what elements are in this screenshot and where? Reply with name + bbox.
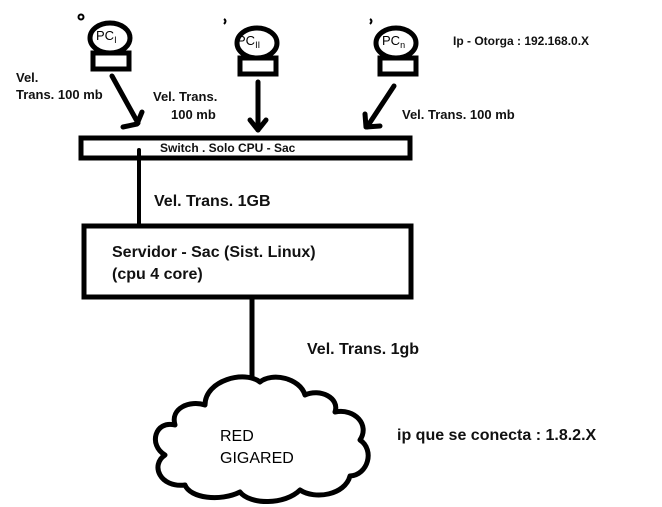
pc1-speed-label-line2: Trans. 100 mb <box>16 87 103 102</box>
server-label-line1: Servidor - Sac (Sist. Linux) <box>112 244 316 261</box>
pc-subscript: I <box>114 35 117 45</box>
pc-icon-1 <box>77 13 133 72</box>
network-label-line1: RED <box>220 428 254 445</box>
pc-label-3: PCn <box>382 33 405 50</box>
pc-icon-3 <box>369 18 419 77</box>
ip-otorga-label: Ip - Otorga : 192.168.0.X <box>453 34 590 48</box>
pc-name: PC <box>237 33 256 48</box>
server-box <box>81 223 414 300</box>
arrow-pc1-to-switch <box>109 73 145 130</box>
network-cloud <box>153 374 371 504</box>
pc-name: PC <box>382 33 401 48</box>
arrow-pc3-to-switch <box>362 83 397 130</box>
pc-label-1: PCI <box>96 28 117 45</box>
arrow-pc2-to-switch <box>247 79 269 133</box>
network-label-line2: GIGARED <box>220 450 294 467</box>
pc-subscript: n <box>400 40 406 50</box>
server-network-speed-label: Vel. Trans. 1gb <box>307 341 420 358</box>
switch-server-speed-label: Vel. Trans. 1GB <box>154 193 271 210</box>
pc2-speed-label-line2: 100 mb <box>171 107 216 122</box>
pc3-speed-label: Vel. Trans. 100 mb <box>402 107 515 122</box>
pc-name: PC <box>96 28 115 43</box>
server-label-line2: (cpu 4 core) <box>112 266 203 283</box>
switch-box <box>78 135 413 161</box>
pc1-speed-label-line1: Vel. <box>16 70 39 85</box>
pc-subscript: II <box>255 40 261 50</box>
ip-connect-label: ip que se conecta : 1.8.2.X <box>397 427 597 444</box>
pc2-speed-label-line1: Vel. Trans. <box>153 89 218 104</box>
switch-label: Switch . Solo CPU - Sac <box>160 141 296 155</box>
pc-label-2: PCII <box>237 33 260 50</box>
pc-icon-2 <box>223 18 280 77</box>
